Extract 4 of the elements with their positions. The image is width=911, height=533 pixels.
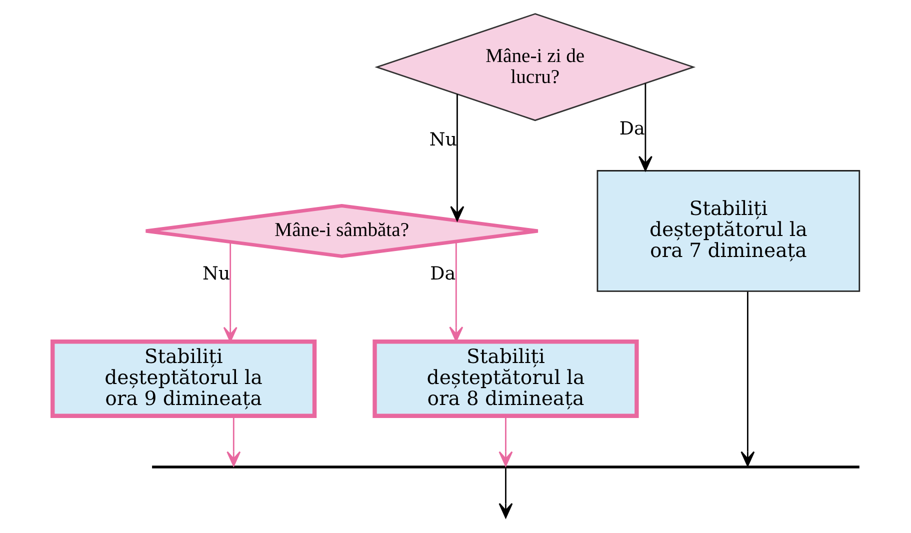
edge-label: Da — [618, 118, 644, 140]
edge-label: Nu — [202, 264, 230, 285]
edge-label: Da — [430, 263, 456, 284]
edge-label: Nu — [428, 129, 457, 150]
